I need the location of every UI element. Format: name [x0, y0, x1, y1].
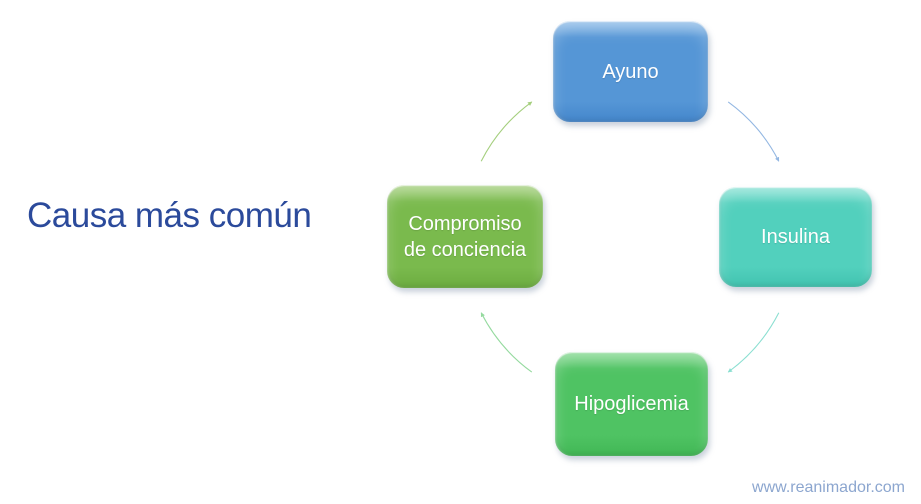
cycle-node-insulina: Insulina [719, 187, 872, 287]
node-label-hipoglicemia: Hipoglicemia [574, 393, 689, 415]
watermark: www.reanimador.com [752, 479, 905, 496]
page-title: Causa más común [27, 196, 312, 235]
node-label-ayuno: Ayuno [602, 60, 659, 83]
node-label-compromiso: Compromiso de conciencia [403, 212, 527, 261]
connector-insulina-hipoglicemia [727, 312, 780, 373]
cycle-node-compromiso: Compromiso de conciencia [387, 185, 543, 288]
connector-hipoglicemia-compromiso [480, 312, 533, 373]
cycle-node-hipoglicemia: Hipoglicemia [555, 352, 708, 456]
cycle-node-ayuno: Ayuno [553, 21, 708, 122]
node-label-insulina: Insulina [761, 226, 830, 248]
connector-compromiso-ayuno [480, 101, 533, 162]
connector-ayuno-insulina [727, 101, 780, 162]
